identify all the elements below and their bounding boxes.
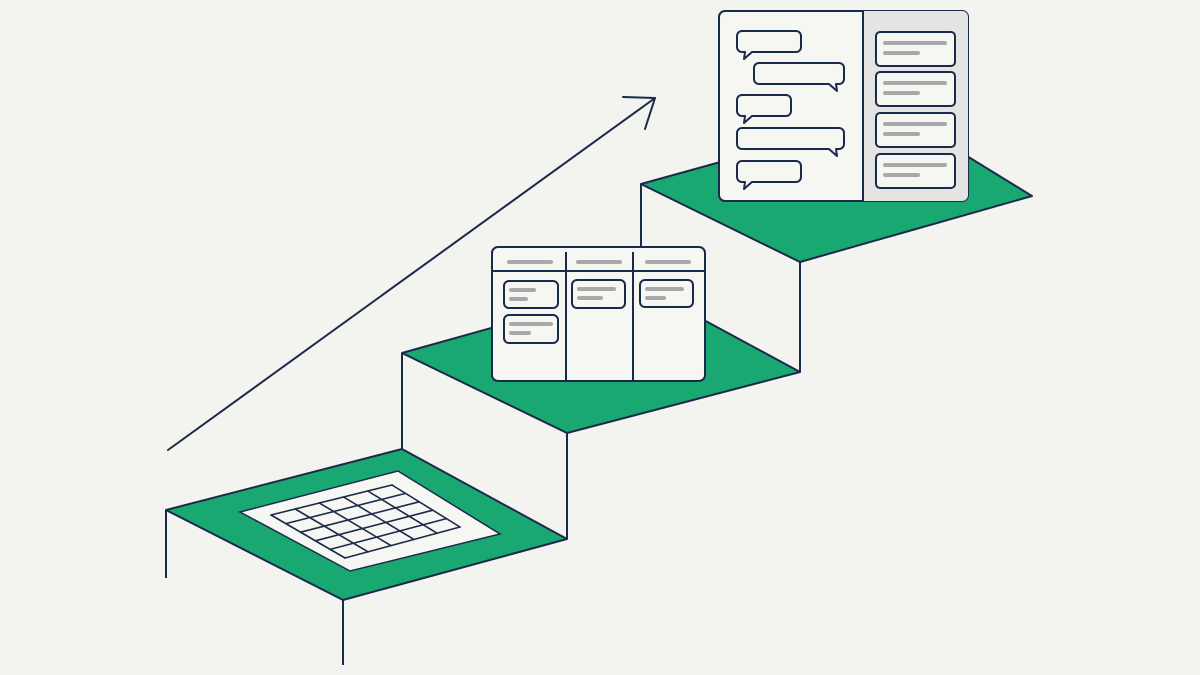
arrow-shaft [167, 97, 656, 451]
grid-column-line [366, 490, 438, 535]
chat-panel [718, 10, 969, 202]
grid-column-line [342, 496, 415, 541]
sidebar-list-item [875, 31, 956, 67]
chat-bubble-incoming [736, 160, 802, 190]
step-3 [640, 10, 1033, 263]
chat-bubble-outgoing [753, 62, 845, 92]
sidebar-list-item [875, 112, 956, 148]
grid-column-line [270, 514, 346, 559]
sidebar-list-item [875, 153, 956, 189]
chat-bubble-incoming [736, 94, 792, 124]
grid-row-line [299, 500, 421, 534]
spreadsheet-grid-icon [270, 484, 461, 559]
sidebar-list-item [875, 71, 956, 107]
growth-arrow [167, 96, 656, 451]
grid-row-line [344, 526, 461, 559]
kanban-card [503, 314, 559, 344]
grid-row-line [314, 509, 434, 542]
grid-column-line [294, 508, 369, 553]
kanban-board-panel [491, 246, 706, 382]
grid-column-line [318, 502, 392, 547]
arrow-head [622, 96, 656, 130]
grid-row-line [329, 517, 448, 551]
kanban-card [639, 279, 694, 308]
step-2 [401, 246, 801, 434]
kanban-card [571, 279, 626, 309]
chat-bubble-outgoing [736, 127, 845, 157]
staircase-outline [165, 184, 801, 665]
step-1 [165, 448, 568, 601]
chat-bubble-incoming [736, 30, 802, 60]
spreadsheet-sheet [237, 470, 502, 572]
grid-row-line [284, 492, 407, 525]
grid-column-line [391, 484, 461, 528]
grid-row-line [270, 484, 393, 516]
kanban-card [503, 280, 559, 309]
